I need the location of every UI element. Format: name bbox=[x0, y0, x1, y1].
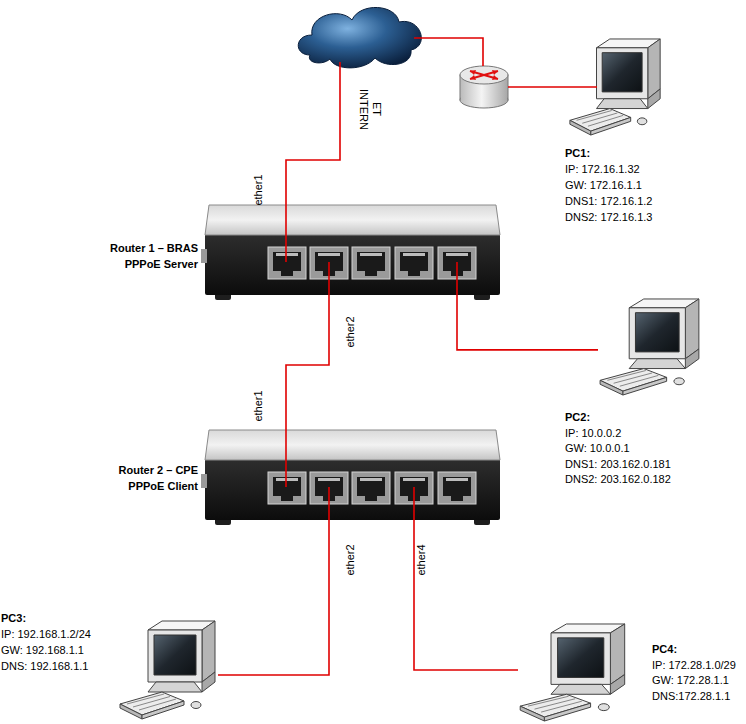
router-node: Router 2 – CPEPPPoE Client bbox=[205, 430, 500, 525]
pc-icon bbox=[120, 621, 215, 719]
device-detail: GW: 172.28.1.1 bbox=[652, 673, 736, 689]
device-detail: DNS: 192.168.1.1 bbox=[1, 658, 91, 674]
node-text-block: PC2:IP: 10.0.0.2GW: 10.0.0.1DNS1: 203.16… bbox=[565, 410, 671, 488]
port-name: ether1 bbox=[252, 390, 264, 421]
lan-wire bbox=[508, 86, 597, 88]
port-stub bbox=[328, 262, 330, 300]
pc-icon bbox=[520, 624, 625, 721]
pc-node: PC3:IP: 192.168.1.2/24GW: 192.168.1.1DNS… bbox=[118, 620, 218, 720]
internet-wire bbox=[414, 38, 483, 66]
port-name: ether4 bbox=[415, 544, 427, 575]
pc-node: PC1:IP: 172.16.1.32GW: 172.16.1.1DNS1: 1… bbox=[568, 38, 663, 136]
device-name: PC1: bbox=[565, 145, 652, 161]
port-stub bbox=[413, 487, 415, 525]
node-text-block: PC1:IP: 172.16.1.32GW: 172.16.1.1DNS1: 1… bbox=[565, 145, 652, 225]
device-detail: DNS1: 203.162.0.181 bbox=[565, 457, 671, 473]
port-name: ether1 bbox=[252, 174, 264, 205]
device-name: PC3: bbox=[1, 610, 91, 626]
pc-node: PC4:IP: 172.28.1.0/29GW: 172.28.1.1DNS:1… bbox=[518, 623, 628, 722]
port-name: ether2 bbox=[344, 316, 356, 347]
device-name: Router 1 – BRAS bbox=[110, 240, 198, 256]
pc-icon bbox=[600, 299, 699, 395]
port-stub bbox=[328, 487, 330, 525]
node-text-block: PC3:IP: 192.168.1.2/24GW: 192.168.1.1DNS… bbox=[1, 610, 91, 674]
network-name: INTERN ET bbox=[357, 86, 383, 132]
network-wires bbox=[286, 38, 597, 525]
gateway-router-icon bbox=[460, 66, 508, 108]
device-detail: DNS:172.28.1.1 bbox=[652, 689, 736, 705]
internet-wire bbox=[286, 62, 340, 262]
device-detail: GW: 172.16.1.1 bbox=[565, 177, 652, 193]
node-text-block: Router 1 – BRASPPPoE Server bbox=[110, 240, 198, 272]
ethernet-link bbox=[218, 525, 329, 675]
cpe-router-device bbox=[201, 430, 500, 525]
port-stub bbox=[456, 262, 458, 300]
device-detail: PPPoE Server bbox=[110, 256, 198, 272]
bras-router-device bbox=[201, 205, 500, 300]
device-detail: GW: 192.168.1.1 bbox=[1, 642, 91, 658]
device-detail: IP: 172.28.1.0/29 bbox=[652, 658, 736, 674]
router-node: Router 1 – BRASPPPoE Server bbox=[205, 205, 500, 300]
device-detail: PPPoE Client bbox=[119, 478, 198, 494]
device-name: PC2: bbox=[565, 410, 671, 426]
device-detail: DNS2: 172.16.1.3 bbox=[565, 209, 652, 225]
port-name: ether2 bbox=[344, 544, 356, 575]
ethernet-link bbox=[414, 525, 518, 670]
device-detail: DNS2: 203.162.0.182 bbox=[565, 472, 671, 488]
device-detail: GW: 10.0.0.1 bbox=[565, 441, 671, 457]
node-text-block: Router 2 – CPEPPPoE Client bbox=[119, 462, 198, 494]
device-detail: IP: 172.16.1.32 bbox=[565, 161, 652, 177]
port-stub bbox=[285, 430, 287, 487]
node-text-block: PC4:IP: 172.28.1.0/29GW: 172.28.1.1DNS:1… bbox=[652, 642, 736, 705]
device-detail: IP: 10.0.0.2 bbox=[565, 426, 671, 442]
ethernet-link bbox=[457, 300, 598, 350]
pc-node: PC2:IP: 10.0.0.2GW: 10.0.0.1DNS1: 203.16… bbox=[598, 298, 702, 396]
internet-cloud bbox=[298, 7, 421, 67]
device-name: Router 2 – CPE bbox=[119, 462, 198, 478]
device-detail: DNS1: 172.16.1.2 bbox=[565, 193, 652, 209]
device-detail: IP: 192.168.1.2/24 bbox=[1, 626, 91, 642]
ethernet-link bbox=[286, 300, 329, 430]
device-name: PC4: bbox=[652, 642, 736, 658]
